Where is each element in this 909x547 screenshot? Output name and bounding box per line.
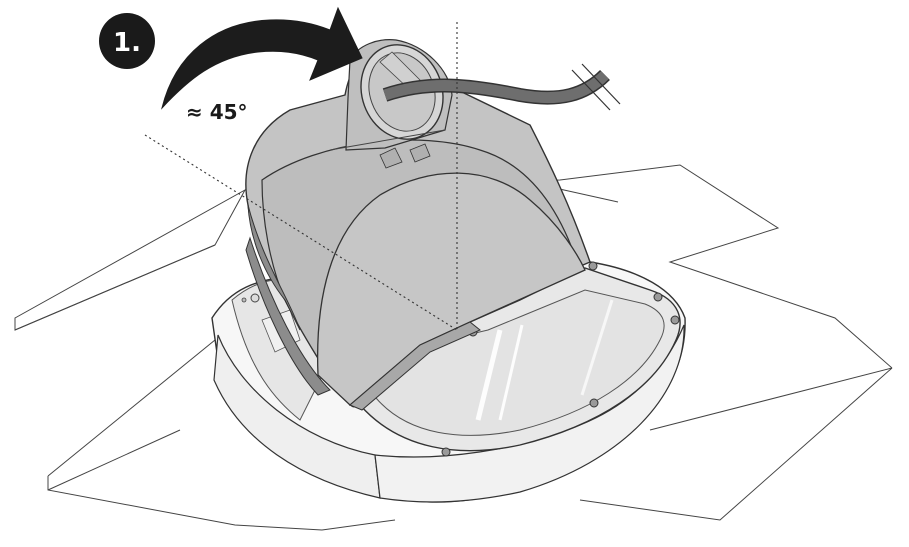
cable [382,63,621,111]
camera-module-rotated [245,39,591,411]
axis-guide-lines [144,22,458,331]
rotation-arrow [161,6,363,110]
step-number: 1. [113,28,141,58]
lens-window [349,261,681,457]
step-badge-circle [99,13,155,69]
step-badge: 1. [99,13,155,69]
rotation-angle-label: ≈ 45° [186,100,248,124]
mounting-surface [14,164,893,531]
